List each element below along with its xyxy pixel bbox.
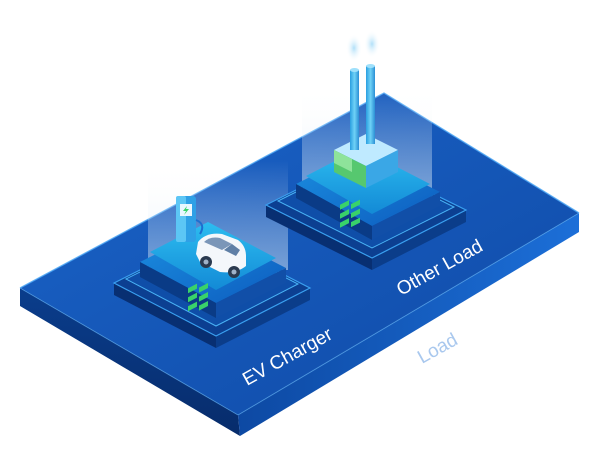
platform-top [20,93,579,415]
car-icon [196,233,246,278]
load-platform [19,92,580,436]
smoke-icon [346,30,380,62]
platform-label: Load [414,330,461,369]
ev-charger-module [112,160,312,348]
other-load-module [264,30,468,270]
factory-icon [334,64,398,188]
charging-station-icon [176,196,204,242]
platform-side-left [20,288,240,436]
platform-side-right [238,213,579,436]
ev-indicator-lights [188,283,208,312]
other-load-indicator-lights [340,199,360,228]
